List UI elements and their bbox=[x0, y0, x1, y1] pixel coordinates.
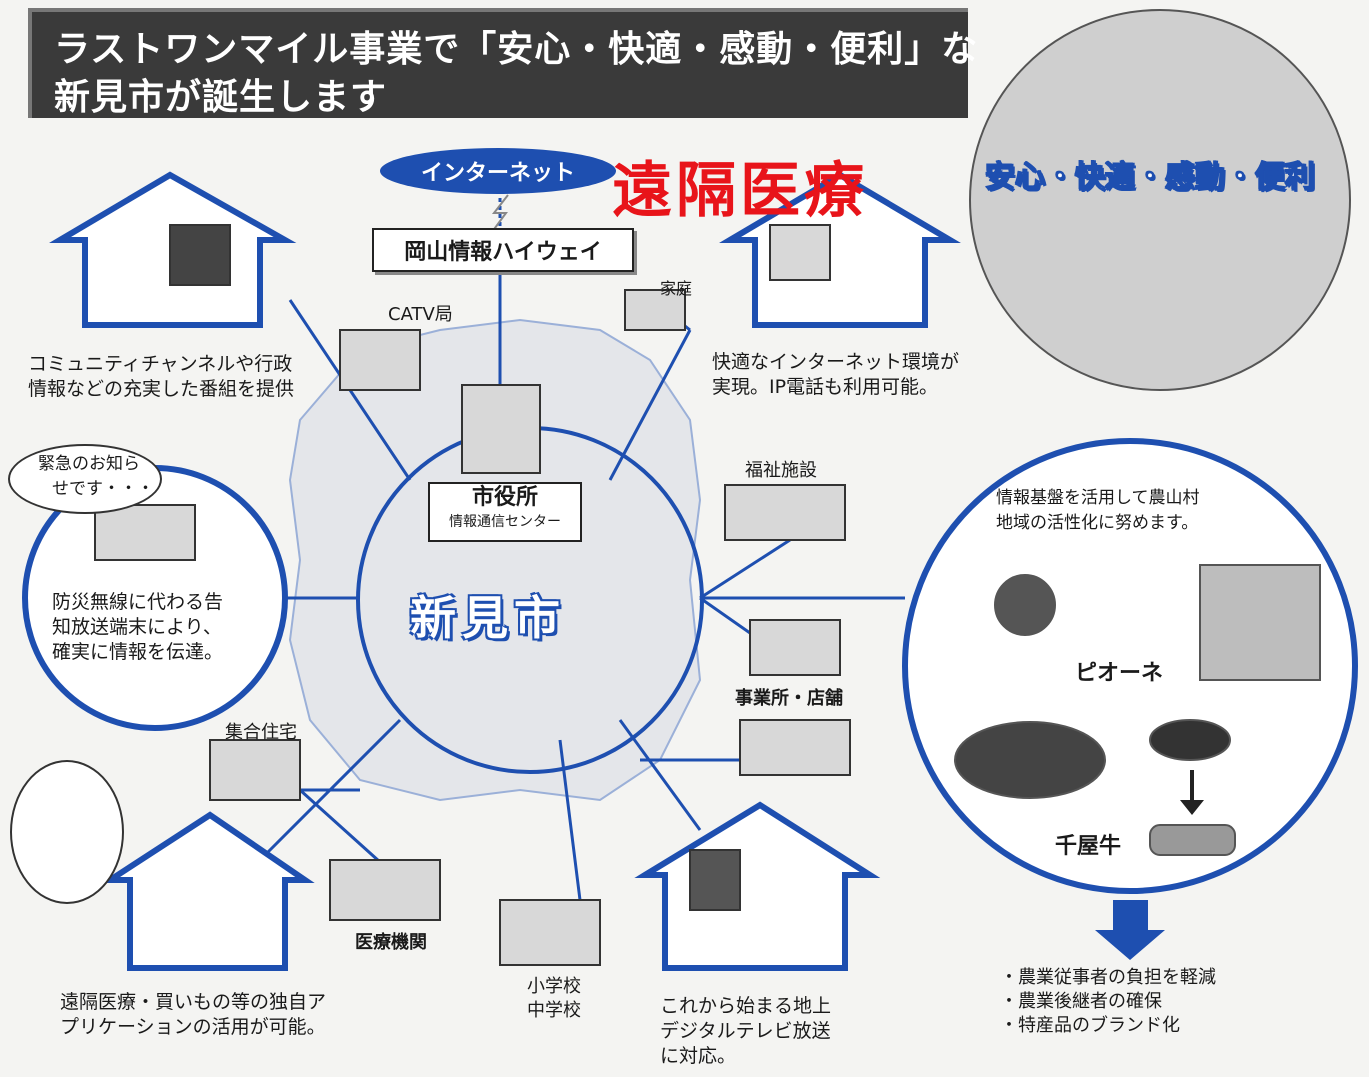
city-hall-box: 市役所 情報通信センター bbox=[428, 482, 582, 542]
outcome-item: ・農業後継者の確保 bbox=[1000, 991, 1162, 1012]
terminal-device bbox=[94, 504, 196, 561]
info-center-label: 情報通信センター bbox=[449, 514, 561, 530]
outcome-item: ・特産品のブランド化 bbox=[1000, 1015, 1180, 1036]
internet-oval: インターネット bbox=[380, 148, 616, 194]
city-name: 新見市 bbox=[410, 591, 566, 645]
home-building bbox=[624, 289, 686, 331]
header-banner: ラストワンマイル事業で「安心・快適・感動・便利」な 新見市が誕生します bbox=[28, 8, 977, 118]
welfare-building bbox=[724, 484, 846, 541]
school-label-2: 中学校 bbox=[527, 1000, 581, 1021]
cattle-arrow bbox=[1180, 770, 1204, 815]
water-buffalo bbox=[954, 721, 1106, 799]
outcomes-list: ・農業従事者の負担を軽減 ・農業後継者の確保 ・特産品のブランド化 bbox=[1000, 966, 1216, 1038]
housing-building bbox=[209, 739, 301, 801]
beef-slices bbox=[1149, 824, 1236, 856]
shop-building bbox=[749, 619, 841, 676]
telemedicine-caption: 遠隔医療・買いもの等の独自ア プリケーションの活用が可能。 bbox=[60, 991, 327, 1038]
cattle-icon bbox=[1149, 719, 1231, 761]
tv-console bbox=[169, 224, 231, 286]
school-label-1: 小学校 bbox=[527, 976, 581, 997]
telemedicine-title: 遠隔医療 bbox=[612, 156, 868, 226]
catv-building bbox=[339, 329, 421, 391]
photo-worker bbox=[1199, 564, 1321, 681]
agriculture-caption: 情報基盤を活用して農山村 地域の活性化に努めます。 bbox=[996, 488, 1200, 533]
chiya-label: 千屋牛 bbox=[1055, 834, 1122, 859]
pc-monitor bbox=[769, 224, 831, 281]
medical-label: 医療機関 bbox=[355, 932, 427, 953]
house-medical bbox=[99, 811, 315, 971]
emergency-bubble-text: 緊急のお知ら せです・・・ bbox=[38, 454, 154, 499]
doctor-bubble bbox=[10, 760, 124, 904]
pione-grapes bbox=[994, 574, 1056, 636]
outcome-item: ・農業従事者の負担を軽減 bbox=[1000, 967, 1216, 988]
highway-box: 岡山情報ハイウェイ bbox=[372, 228, 634, 272]
outcome-arrow bbox=[1095, 900, 1165, 960]
internet-caption: 快適なインターネット環境が 実現。IP電話も利用可能。 bbox=[712, 351, 960, 398]
housing-label: 集合住宅 bbox=[225, 722, 297, 743]
factory-building bbox=[739, 719, 851, 776]
tv-set bbox=[689, 849, 741, 911]
catv-label: CATV局 bbox=[388, 304, 453, 325]
banner-line-1: ラストワンマイル事業で「安心・快適・感動・便利」な bbox=[54, 29, 979, 70]
city-hall-label: 市役所 bbox=[471, 485, 538, 510]
disaster-caption: 防災無線に代わる告 知放送端末により、 確実に情報を伝達。 bbox=[52, 591, 224, 663]
people-group bbox=[969, 9, 1351, 391]
hospital-building bbox=[329, 859, 441, 921]
welfare-label: 福祉施設 bbox=[745, 460, 817, 481]
business-label: 事業所・店舗 bbox=[735, 688, 843, 709]
house-internet bbox=[719, 171, 961, 328]
virtues-heading: 安心・快適・感動・便利 bbox=[984, 159, 1316, 196]
emergency-bubble bbox=[8, 444, 162, 514]
banner-line-2: 新見市が誕生します bbox=[54, 77, 388, 118]
house-tv bbox=[634, 801, 881, 971]
pione-label: ピオーネ bbox=[1075, 661, 1164, 686]
home-label: 家庭 bbox=[660, 279, 693, 298]
school-building bbox=[499, 899, 601, 966]
cityhall-building bbox=[461, 384, 541, 474]
digital-tv-caption: これから始まる地上 デジタルテレビ放送 に対応。 bbox=[660, 995, 832, 1067]
community-caption: コミュニティチャンネルや行政 情報などの充実した番組を提供 bbox=[28, 353, 295, 400]
